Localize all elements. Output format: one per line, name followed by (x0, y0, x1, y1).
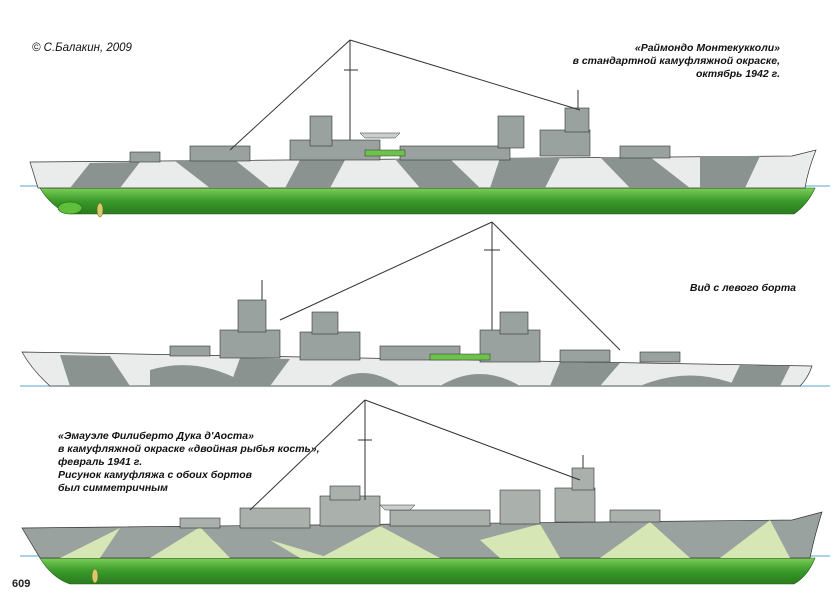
boat-icon (364, 149, 406, 157)
propeller-icon (91, 568, 99, 584)
boat-icon (429, 353, 491, 361)
caption-line: октябрь 1942 г. (696, 68, 780, 80)
caption-line: «Раймондо Монтекукколи» (634, 42, 780, 54)
superstructure (169, 299, 681, 363)
caption-ship-2: Вид с левого борта (690, 282, 796, 295)
copyright-label: © С.Балакин, 2009 (32, 42, 132, 54)
caption-ship-3: «Эмауэле Филиберто Дука д'Аоста» в камуф… (58, 430, 320, 495)
underwater-hull (39, 187, 816, 215)
mast-rigging (249, 399, 584, 511)
caption-line: Вид с левого борта (689, 282, 796, 294)
camouflage-pattern (60, 355, 790, 386)
aircraft-icon (359, 132, 401, 139)
caption-ship-1: «Раймондо Монтекукколи» в стандартной ка… (573, 42, 780, 81)
camouflage-pattern (70, 156, 760, 188)
camouflage-pattern-fishbone (60, 520, 790, 558)
superstructure (179, 467, 661, 529)
superstructure (129, 107, 671, 163)
ship-3-profile (20, 399, 830, 585)
caption-line: февраль 1941 г. (58, 456, 143, 468)
underwater-hull (39, 557, 816, 585)
ship-1-profile (20, 39, 830, 218)
caption-line: был симметричным (58, 482, 168, 494)
aircraft-icon (379, 504, 416, 511)
caption-line: «Эмауэле Филиберто Дука д'Аоста» (58, 430, 254, 442)
mast-rigging (261, 221, 621, 351)
ship-2-profile (20, 221, 830, 387)
caption-line: в камуфляжной окраске «двойная рыбья кос… (58, 443, 320, 455)
caption-line: Рисунок камуфляжа с обоих бортов (58, 469, 253, 481)
caption-line: в стандартной камуфляжной окраске, (572, 55, 780, 67)
mast-rigging (229, 39, 581, 151)
propeller-icon (57, 201, 104, 218)
page-number: 609 (12, 578, 31, 590)
